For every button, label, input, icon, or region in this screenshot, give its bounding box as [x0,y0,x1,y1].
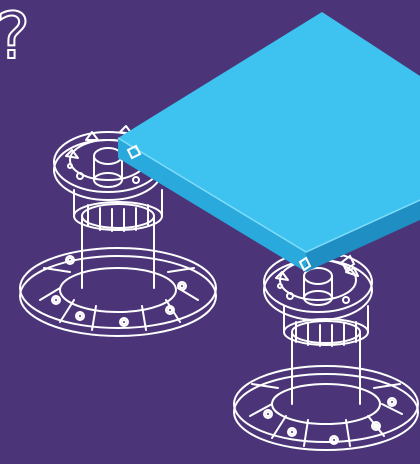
corner-question-mark: ? [0,0,30,74]
